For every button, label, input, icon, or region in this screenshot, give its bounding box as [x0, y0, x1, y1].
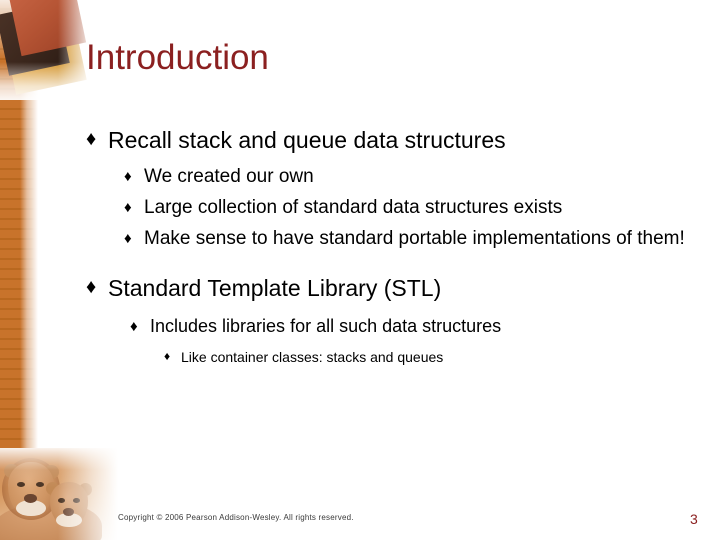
bullet-text: Includes libraries for all such data str…: [150, 315, 502, 336]
spacer: [86, 305, 686, 315]
bullet-text: Recall stack and queue data structures: [108, 127, 506, 153]
cub-eye-left: [58, 498, 65, 503]
spacer: [86, 157, 686, 165]
bullet-level1-stl: ♦ Standard Template Library (STL): [86, 274, 686, 303]
bullet-level4-like-container-classes: ♦ Like container classes: stacks and que…: [164, 348, 686, 366]
spacer: [86, 252, 686, 274]
diamond-bullet-icon: ♦: [86, 128, 97, 150]
bullet-text: Large collection of standard data struct…: [144, 197, 563, 219]
diamond-bullet-icon: ♦: [124, 168, 132, 186]
bullet-text: Like container classes: stacks and queue…: [181, 349, 444, 366]
diamond-bullet-icon: ♦: [164, 349, 171, 364]
slide-body: ♦ Recall stack and queue data structures…: [86, 126, 686, 367]
bullet-level3-includes-libraries: ♦ Includes libraries for all such data s…: [130, 315, 686, 338]
bullet-text: Standard Template Library (STL): [108, 274, 442, 301]
spacer: [86, 338, 686, 348]
lioness-nose: [24, 494, 37, 503]
cub-nose: [63, 508, 74, 516]
bullet-level2-large-collection: ♦ Large collection of standard data stru…: [124, 196, 686, 221]
bullet-level1-recall: ♦ Recall stack and queue data structures: [86, 126, 686, 155]
slide-title: Introduction: [86, 38, 269, 77]
diamond-bullet-icon: ♦: [124, 199, 132, 217]
cub-eye-right: [73, 498, 80, 503]
bullet-text: Make sense to have standard portable imp…: [144, 227, 685, 249]
bullet-level2-make-sense: ♦ Make sense to have standard portable i…: [124, 227, 686, 252]
diamond-bullet-icon: ♦: [86, 275, 97, 298]
lioness-eye-right: [36, 482, 44, 487]
lions-photo: [0, 448, 120, 540]
page-number: 3: [690, 511, 698, 527]
lioness-eye-left: [17, 482, 25, 487]
diamond-bullet-icon: ♦: [124, 229, 132, 247]
footer-copyright: Copyright © 2006 Pearson Addison-Wesley.…: [118, 513, 354, 522]
bullet-level2-we-created: ♦ We created our own: [124, 165, 686, 190]
bullet-text: We created our own: [144, 166, 314, 188]
diamond-bullet-icon: ♦: [130, 317, 138, 335]
